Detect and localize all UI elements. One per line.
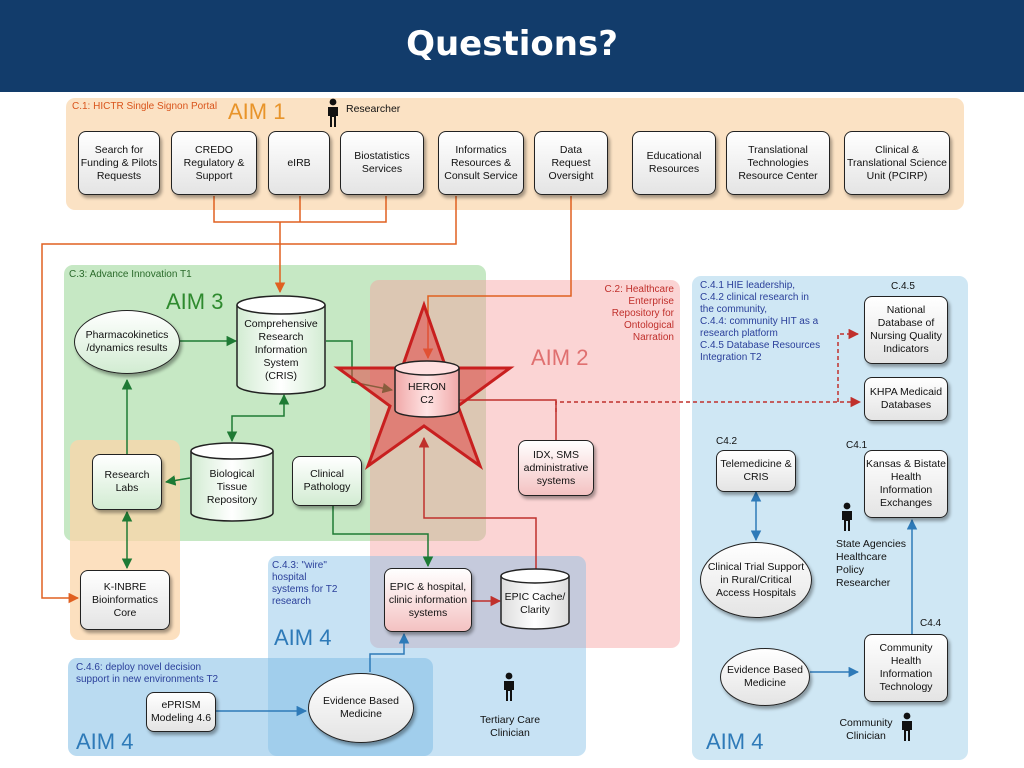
pharmacokinetics-node[interactable]: Pharmacokinetics/dynamics results <box>74 310 180 374</box>
telemedicine-node[interactable]: Telemedicine &CRIS <box>716 450 796 492</box>
arrow-pathology-to-epic <box>332 505 434 568</box>
researcher-person-icon <box>328 98 338 127</box>
c4-label: C.4.1 HIE leadership,C.4.2 clinical rese… <box>700 280 821 363</box>
researcher-label: Researcher <box>346 103 401 115</box>
aim1-box-eirb[interactable]: eIRB <box>268 131 330 195</box>
aim4-c46-label: AIM 4 <box>76 729 134 754</box>
arrow-heron-to-nndqi <box>837 328 860 402</box>
aim4-c4-label: AIM 4 <box>706 729 764 754</box>
aim1-label: AIM 1 <box>228 99 286 124</box>
header-divider <box>30 92 984 95</box>
slide-title: Questions? <box>406 24 618 64</box>
arrow-heron-to-databases <box>555 396 862 412</box>
aim3-label: AIM 3 <box>166 289 224 314</box>
arrow-cris-tissue <box>226 393 290 443</box>
state-agencies-person-icon <box>842 502 852 531</box>
aim4-c43-label: AIM 4 <box>274 625 332 650</box>
tag-c44: C4.4 <box>920 618 942 629</box>
arrow-cache-to-heron <box>418 436 537 570</box>
c1-label: C.1: HICTR Single Signon Portal <box>72 101 218 112</box>
epic-cache-cylinder[interactable]: EPIC Cache/Clarity <box>500 568 570 630</box>
aim2-label: AIM 2 <box>531 345 589 370</box>
arrow-informatics-to-kinbre <box>41 196 457 604</box>
c3-label: C.3: Advance Innovation T1 <box>69 269 192 280</box>
tag-c41: C4.1 <box>846 440 868 451</box>
tag-c42: C4.2 <box>716 436 738 447</box>
arrow-aim1-to-cris <box>213 196 387 292</box>
arrow-tissue-to-labs <box>164 475 191 486</box>
community-clinician-person-icon <box>902 712 912 741</box>
slide-header: Questions? <box>0 0 1024 92</box>
arrow-ebm-to-epic <box>369 632 410 672</box>
tertiary-clinician-person-icon <box>504 672 514 701</box>
tag-c45: C.4.5 <box>891 281 915 292</box>
